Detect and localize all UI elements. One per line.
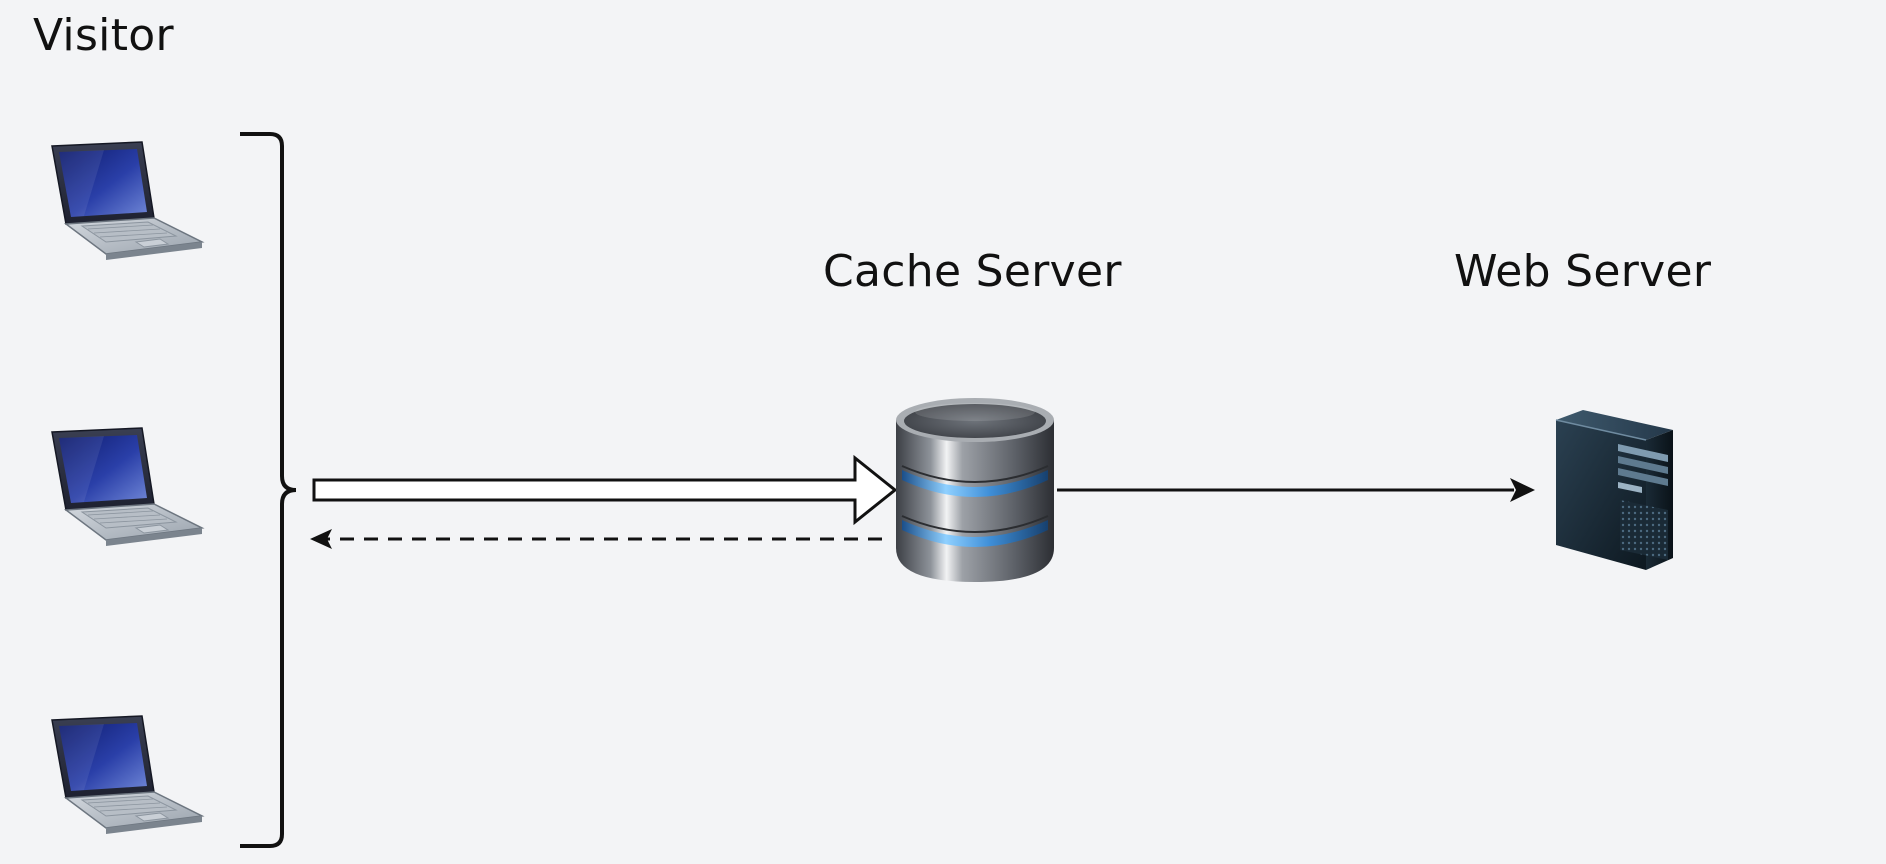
forward-arrowhead (1510, 478, 1535, 502)
server-tower-icon (1555, 410, 1673, 570)
visitor-laptop-1-icon (51, 141, 203, 261)
web-server-label: Web Server (1454, 246, 1712, 297)
visitor-group-bracket (240, 132, 297, 848)
database-icon (896, 398, 1054, 582)
visitor-label: Visitor (33, 10, 174, 61)
request-block-arrow (312, 454, 898, 526)
cache-server-label: Cache Server (823, 246, 1122, 297)
response-arrowhead (310, 529, 332, 549)
visitor-laptop-3-icon (51, 715, 203, 835)
visitor-laptop-2-icon (51, 427, 203, 547)
